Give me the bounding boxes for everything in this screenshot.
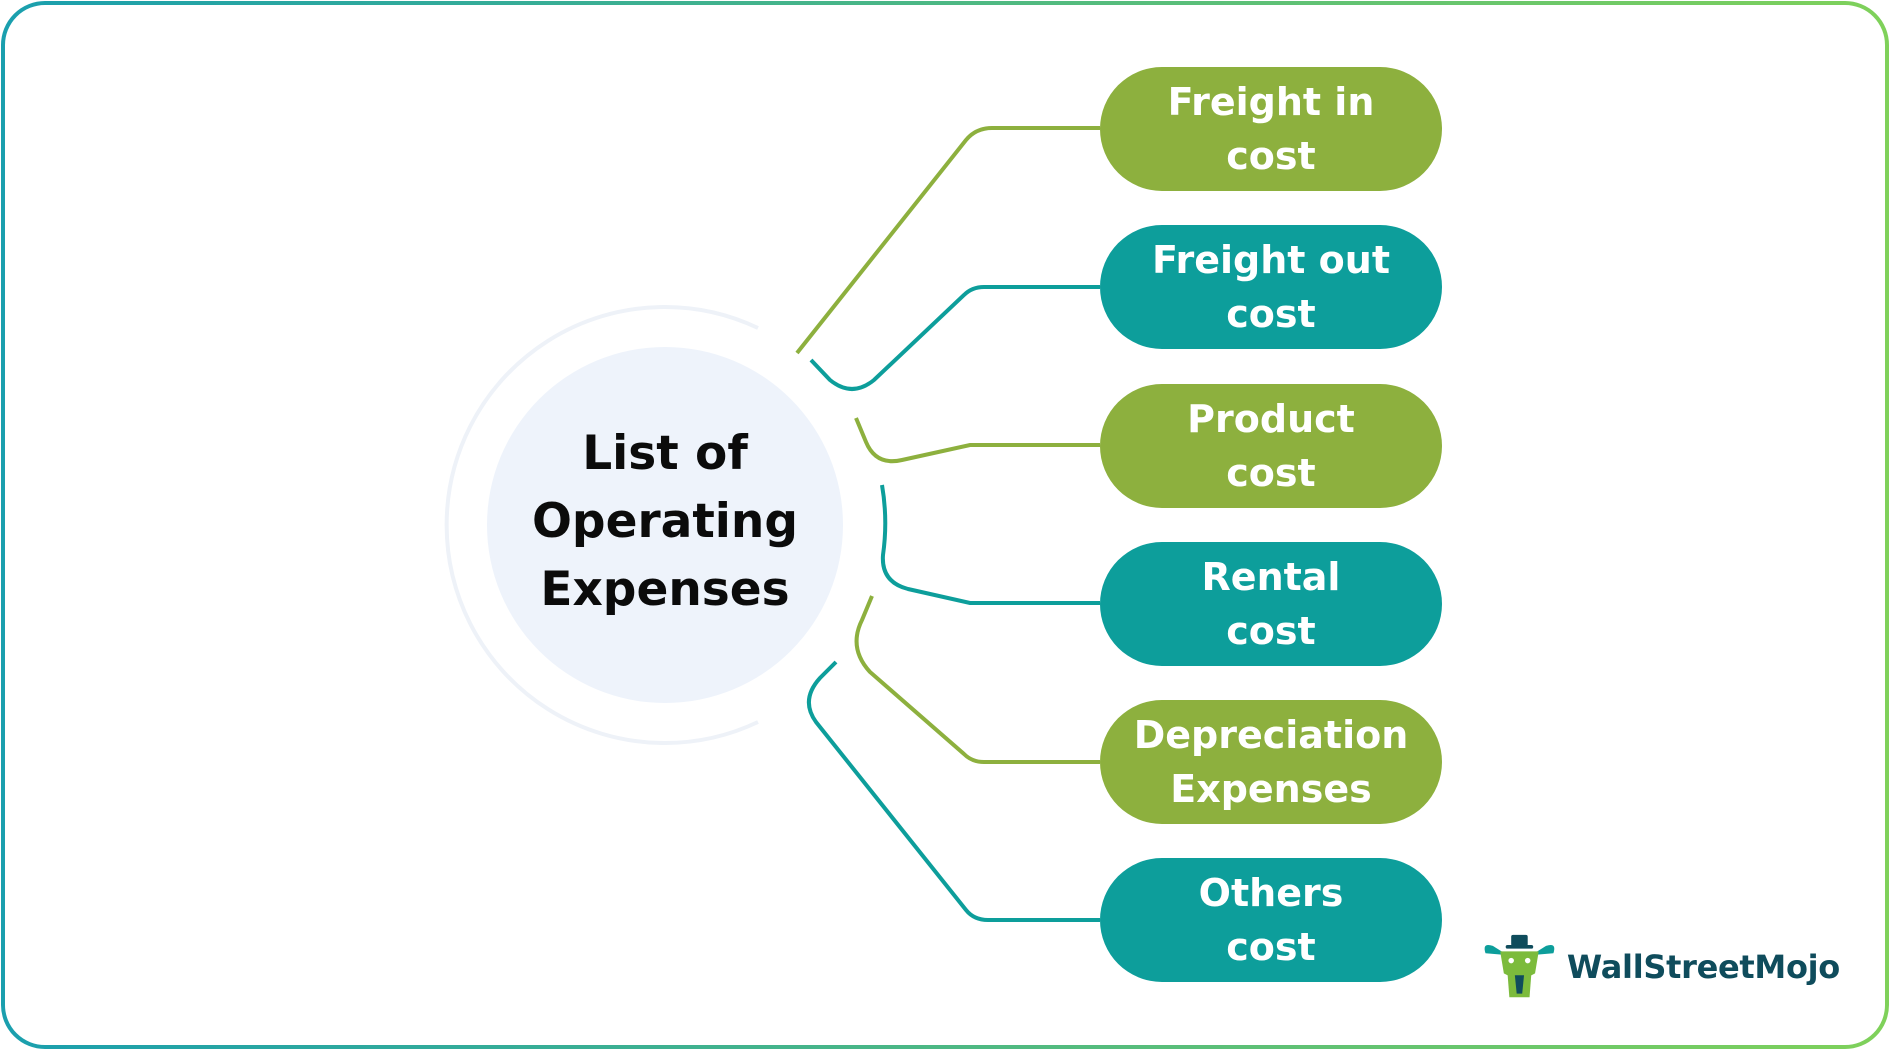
center-title: List of Operating Expenses (465, 420, 865, 624)
item-label-line-2: cost (1226, 925, 1316, 969)
brand-logo: WallStreetMojo (1480, 930, 1840, 1004)
center-title-line-1: List of (582, 426, 748, 481)
connector-others (807, 660, 1100, 922)
item-freight-out: Freight out cost (1100, 225, 1442, 349)
item-label-line-1: Rental (1201, 555, 1341, 599)
item-label-line-2: cost (1226, 451, 1316, 495)
item-label-line-1: Depreciation (1133, 713, 1409, 757)
item-product: Product cost (1100, 384, 1442, 508)
item-others: Others cost (1100, 858, 1442, 982)
item-label-line-2: Expenses (1170, 767, 1372, 811)
outer-ring-arc (444, 305, 759, 745)
center-title-line-3: Expenses (540, 562, 790, 617)
connector-rental (880, 484, 1100, 605)
center-title-line-2: Operating (531, 494, 799, 549)
brand-logo-text: WallStreetMojo (1566, 948, 1840, 986)
item-label-line-2: cost (1226, 292, 1316, 336)
center-circle (487, 347, 843, 703)
connector-depreciation (854, 595, 1100, 764)
connector-freight-in (795, 126, 1100, 355)
bull-mascot-icon (1484, 934, 1555, 998)
item-label-line-1: Freight out (1151, 238, 1391, 282)
item-label-line-2: cost (1226, 609, 1316, 653)
item-depreciation: Depreciation Expenses (1100, 700, 1442, 824)
item-freight-in: Freight in cost (1100, 67, 1442, 191)
connector-product (854, 417, 1100, 464)
connector-freight-out (809, 285, 1100, 391)
item-rental: Rental cost (1100, 542, 1442, 666)
item-label-line-1: Others (1198, 871, 1344, 915)
item-label-line-2: cost (1226, 134, 1316, 178)
item-label-line-1: Product (1187, 397, 1355, 441)
item-label-line-1: Freight in (1167, 80, 1375, 124)
